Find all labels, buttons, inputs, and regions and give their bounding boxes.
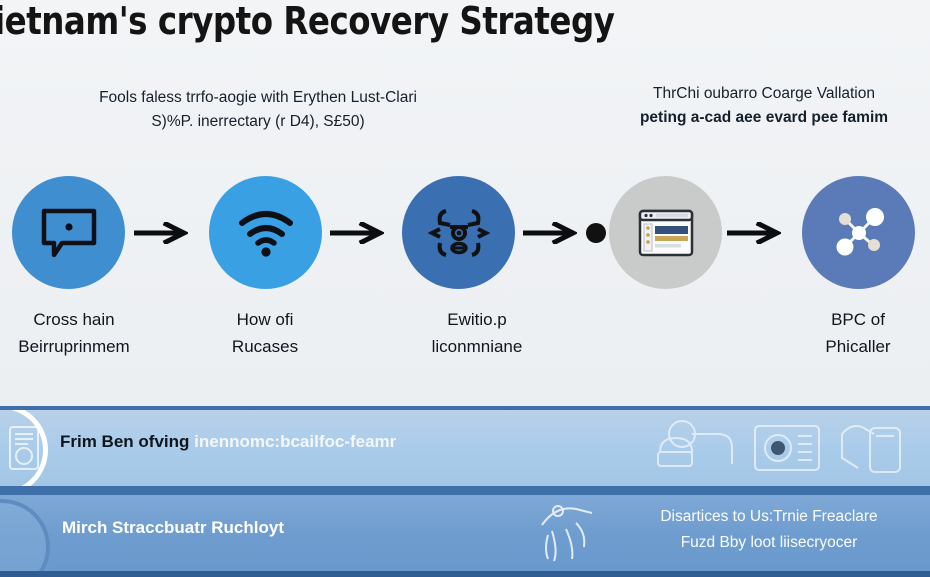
flow-label-1: Cross hain Beirruprinmem xyxy=(0,306,168,360)
banner-primary[interactable]: Frim Ben ofving inennomc:bcailfoc-feamr xyxy=(0,406,930,491)
flow-node-2[interactable] xyxy=(209,176,322,289)
banner-primary-icons xyxy=(652,418,912,476)
flow-label-3: Ewitio.p liconmniane xyxy=(382,306,572,360)
camera-rig-icon xyxy=(657,420,733,467)
process-flow xyxy=(0,176,930,291)
caption-right-line2: peting a-cad aee evard pee famim xyxy=(639,109,889,126)
flow-label-2-line1: How ofi xyxy=(236,310,294,329)
flow-arrow-3 xyxy=(522,220,579,246)
flow-arrow-4 xyxy=(726,220,783,246)
flow-label-2: How ofi Rucases xyxy=(190,306,340,360)
banner-left-circle xyxy=(0,410,48,486)
flow-label-1-line2: Beirruprinmem xyxy=(18,337,130,356)
flow-label-2-line2: Rucases xyxy=(231,337,299,356)
browser-window-icon xyxy=(638,209,693,256)
wifi-icon xyxy=(238,210,293,257)
banner-secondary-line1: Disartices to Us:Trnie Freaclare xyxy=(660,508,878,525)
banner-primary-bold: Frim Ben ofving xyxy=(60,432,190,451)
flow-node-1[interactable] xyxy=(12,176,125,289)
banner-secondary[interactable]: Mirch Straccbuatr Ruchloyt Disartices to… xyxy=(0,491,930,577)
flow-label-5: BPC of Phicaller xyxy=(782,306,930,360)
antenna-figure-icon xyxy=(541,505,593,562)
chip-node-icon xyxy=(427,208,490,257)
flow-arrow-1 xyxy=(133,220,190,246)
black-dot-marker xyxy=(586,223,606,243)
caption-left-line1: Fools faless trrfo-aogie with Erythen Lu… xyxy=(99,89,417,106)
flow-label-5-line1: BPC of xyxy=(831,310,885,329)
speech-bubble-icon xyxy=(41,208,96,257)
network-molecule-icon xyxy=(836,207,884,255)
flow-label-3-line1: Ewitio.p xyxy=(447,310,507,329)
banner-secondary-left-circle xyxy=(0,499,50,571)
banner-secondary-bold: Mirch Straccbuatr Ruchloyt xyxy=(62,518,284,537)
banner-primary-light: inennomc:bcailfoc-feamr xyxy=(194,432,397,451)
flow-node-3[interactable] xyxy=(402,176,515,289)
flow-label-5-line2: Phicaller xyxy=(825,337,891,356)
document-badge-icon xyxy=(9,426,39,470)
flow-arrow-2 xyxy=(329,220,386,246)
banner-primary-text: Frim Ben ofving inennomc:bcailfoc-feamr xyxy=(60,432,396,452)
flow-label-3-line2: liconmniane xyxy=(431,337,523,356)
caption-left: Fools faless trrfo-aogie with Erythen Lu… xyxy=(48,86,468,134)
flow-node-4[interactable] xyxy=(609,176,722,289)
page-title: ietnam's crypto Recovery Strategy xyxy=(0,0,615,43)
flow-node-5[interactable] xyxy=(802,176,915,289)
phone-tablet-icon xyxy=(841,425,901,473)
banner-secondary-line2: Fuzd Bby loot liisecryocer xyxy=(680,534,858,551)
caption-left-line2: S)%P. inerrectary (r D4), S£50) xyxy=(151,113,365,130)
caption-right: ThrChi oubarro Coarge Vallation peting a… xyxy=(596,82,930,130)
caption-right-line1: ThrChi oubarro Coarge Vallation xyxy=(653,85,875,102)
monitor-dial-icon xyxy=(754,425,820,471)
banner-secondary-text: Disartices to Us:Trnie Freaclare Fuzd Bb… xyxy=(610,504,928,556)
flow-label-1-line1: Cross hain xyxy=(33,310,115,329)
